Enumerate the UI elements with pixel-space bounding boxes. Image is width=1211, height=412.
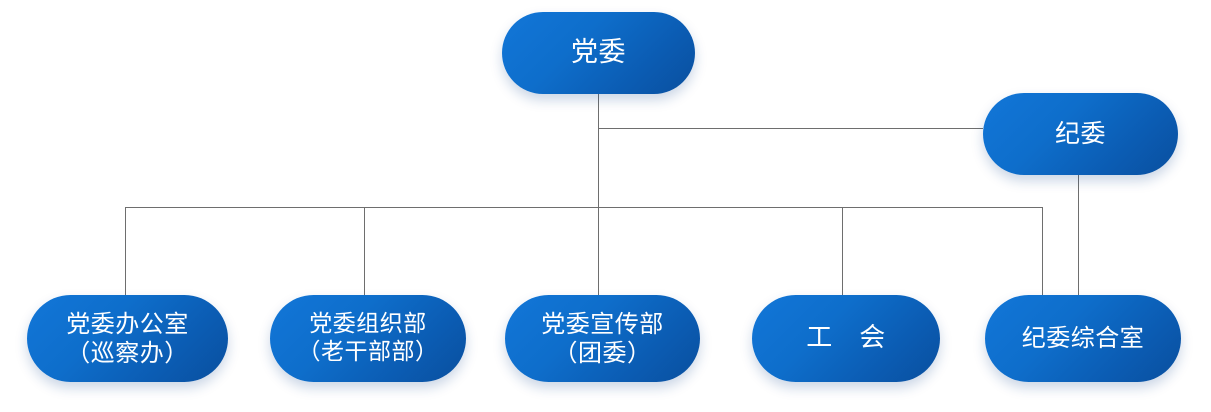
connector-root-to-discipline (598, 128, 983, 129)
org-node-label: 党委宣传部 （团委） (541, 310, 664, 367)
connector-root-stem-upper (598, 94, 599, 128)
connector-drop-discipline-office (1042, 207, 1043, 295)
connector-discipline-to-office (1078, 175, 1079, 295)
org-node-party-office[interactable]: 党委办公室 （巡察办） (27, 295, 228, 382)
org-node-label: 党委组织部 （老干部部） (297, 311, 439, 365)
org-node-label: 党委办公室 （巡察办） (66, 310, 189, 367)
connector-horizontal-bus (125, 207, 1042, 208)
org-node-label: 纪委 (1054, 119, 1106, 149)
org-node-discipline-general-office[interactable]: 纪委综合室 (985, 295, 1181, 382)
connector-drop-labor-union (842, 207, 843, 295)
connector-drop-party-office (125, 207, 126, 295)
org-node-propaganda-department[interactable]: 党委宣传部 （团委） (505, 295, 700, 382)
org-node-labor-union[interactable]: 工 会 (752, 295, 940, 382)
connector-root-stem-lower (598, 128, 599, 207)
org-node-party-committee[interactable]: 党委 (502, 12, 695, 94)
connector-drop-propaganda (598, 207, 599, 295)
org-node-label: 纪委综合室 (1021, 324, 1145, 353)
connector-drop-organization (364, 207, 365, 295)
org-node-organization-department[interactable]: 党委组织部 （老干部部） (270, 295, 466, 382)
org-node-label: 党委 (571, 37, 626, 69)
org-node-label: 工 会 (806, 323, 886, 354)
org-node-discipline-committee[interactable]: 纪委 (983, 93, 1178, 175)
